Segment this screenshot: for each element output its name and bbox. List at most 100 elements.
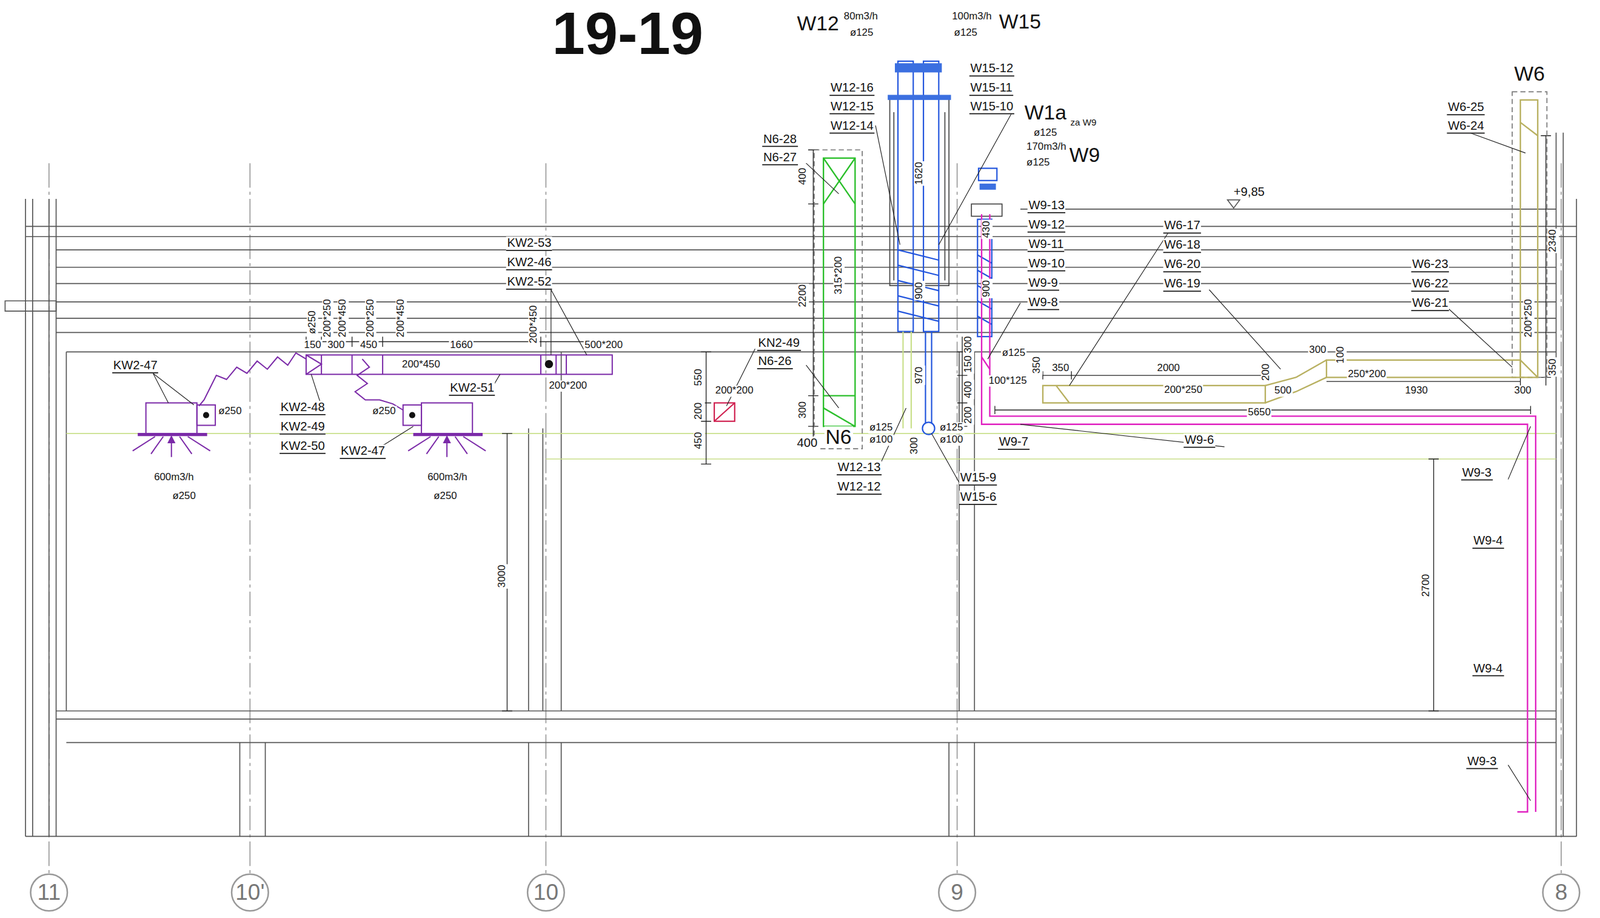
callout-number: W15-9 <box>959 471 998 486</box>
dimension-text: ø250 <box>217 406 243 418</box>
dimension-text: 500*200 <box>583 339 624 351</box>
callout-number: KN2-49 <box>757 336 801 351</box>
dimension-text: 200 <box>693 401 705 421</box>
building-outline <box>1227 200 1240 208</box>
callout-number: KW2-53 <box>506 236 553 251</box>
callout-number: W9-13 <box>1027 198 1066 213</box>
dimension-text: 300 <box>326 339 346 351</box>
dimension-text: 600m3/h <box>152 472 195 484</box>
callout-number: KW2-48 <box>279 400 326 415</box>
callout-number: W9-4 <box>1472 662 1505 677</box>
callout-number: W6-18 <box>1163 238 1202 253</box>
axis-label: 9 <box>950 880 965 905</box>
dimension-text: 200*250 <box>1163 384 1204 396</box>
dimension-text: 200*200 <box>714 385 755 397</box>
supply-duct <box>132 436 486 458</box>
dimension-line <box>1042 371 1521 386</box>
dimension-text: 400 <box>797 166 809 186</box>
callout-number: W9-6 <box>1183 433 1216 448</box>
callout-number: W9-3 <box>1466 754 1498 769</box>
shaft-outline <box>814 149 863 449</box>
dimension-text: 2700 <box>1421 572 1433 598</box>
dimension-text: 900 <box>981 278 993 298</box>
grille-symbol <box>714 402 735 421</box>
building-outline <box>240 351 975 837</box>
grille-symbol <box>714 402 735 421</box>
dimension-text: 200*450 <box>337 298 349 339</box>
ventilation-duct <box>1042 100 1538 404</box>
dimension-text: 5650 <box>1247 406 1272 418</box>
beam-line <box>66 433 1556 459</box>
dimension-text: ø125 <box>1025 157 1051 168</box>
callout-number: W12-13 <box>836 460 882 475</box>
building-outline <box>25 226 1577 333</box>
vent-riser <box>978 168 997 181</box>
dimension-text: 970 <box>914 365 926 385</box>
callout-number: KW2-47 <box>112 358 159 373</box>
callout-number: N6-28 <box>762 132 798 147</box>
supply-duct <box>306 354 322 375</box>
dimension-text: 400 <box>962 380 974 399</box>
dimension-text: 900 <box>914 281 926 301</box>
callout-number: W15-10 <box>969 100 1015 114</box>
dimension-text: 350 <box>1050 363 1070 375</box>
exhaust-pipe <box>990 214 1536 812</box>
vent-riser <box>897 61 914 332</box>
dimension-text: N6 <box>824 426 853 448</box>
callout-number: N6-26 <box>757 354 793 369</box>
dimension-text: 200*450 <box>400 358 441 370</box>
riser-branch <box>902 331 911 429</box>
dimension-text: ø250 <box>432 490 459 502</box>
dimension-text: 150 <box>303 339 322 351</box>
exhaust-duct <box>823 158 855 427</box>
dimension-text: 300 <box>962 335 974 355</box>
dimension-text: ø125 <box>938 421 965 433</box>
dimension-text: +9,85 <box>1232 185 1266 199</box>
callout-number: W9-3 <box>1461 466 1493 481</box>
dimension-text: 350 <box>1547 357 1559 377</box>
dimension-text: W15 <box>997 11 1043 33</box>
dimension-text: W1a <box>1023 101 1068 124</box>
supply-duct <box>321 354 567 375</box>
dimension-text: 500 <box>1273 385 1293 397</box>
callout-number: W6-24 <box>1446 119 1485 134</box>
dimension-line <box>306 135 1551 712</box>
vent-riser <box>922 421 935 435</box>
ventilation-duct <box>1520 122 1539 378</box>
dimension-text: 150 <box>962 354 974 374</box>
exhaust-duct <box>823 158 855 427</box>
dimension-text: 200*250 <box>321 298 333 339</box>
chimney <box>890 97 950 286</box>
axis-bubble <box>938 874 976 912</box>
building-outline <box>25 132 1577 837</box>
supply-duct <box>132 352 613 458</box>
axis-bubble <box>1543 874 1580 912</box>
damper-symbol <box>203 360 553 419</box>
callout-number: W6-23 <box>1411 258 1450 273</box>
dimension-text: 100*125 <box>987 375 1028 387</box>
callout-number: W9-7 <box>997 435 1030 450</box>
ventilation-duct <box>1520 100 1539 378</box>
vent-cap <box>979 183 997 190</box>
damper-symbol <box>409 412 416 419</box>
callout-number: W15-12 <box>969 62 1015 77</box>
dimension-text: 300 <box>1308 344 1328 356</box>
callout-number: KW2-46 <box>506 255 553 270</box>
ventilation-duct <box>1056 360 1327 404</box>
callout-number: W6-19 <box>1163 277 1202 292</box>
dimension-line <box>1540 135 1551 386</box>
leader-line <box>152 112 1531 801</box>
ventilation-duct <box>1042 385 1266 404</box>
axis-label: 11 <box>36 880 62 905</box>
dimension-text: ø125 <box>848 27 875 39</box>
dimension-text: ø250 <box>306 309 318 336</box>
vent-cap <box>894 63 942 73</box>
dimension-text: 2000 <box>1156 363 1182 375</box>
dimension-text: 350 <box>1031 355 1043 375</box>
dimension-text: 300 <box>908 435 920 455</box>
callout-number: W6-25 <box>1446 101 1485 116</box>
dimension-text: 1660 <box>449 339 475 351</box>
leader-line <box>152 112 1531 801</box>
dimension-text: 200*250 <box>364 298 376 339</box>
